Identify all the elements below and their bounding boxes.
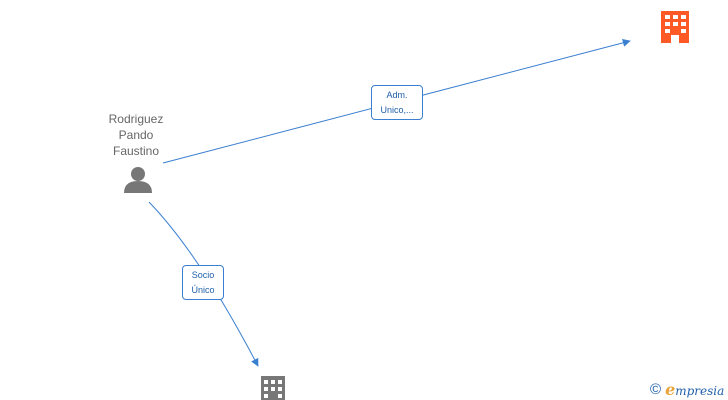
building-icon[interactable] bbox=[261, 376, 285, 400]
edge-label-line: Unico,... bbox=[380, 105, 414, 115]
person-name-line: Rodriguez bbox=[108, 112, 164, 126]
edge-label-line: Único bbox=[191, 285, 215, 295]
building-icon[interactable] bbox=[661, 11, 689, 43]
brand-rest: mpresia bbox=[675, 384, 725, 398]
edge-label-adm[interactable]: Adm. Unico,... bbox=[371, 85, 423, 120]
person-name[interactable]: Rodriguez Pando Faustino bbox=[96, 111, 176, 159]
copyright-symbol: © bbox=[650, 381, 662, 398]
brand-logo: empresia bbox=[665, 380, 724, 399]
edge-label-line: Socio bbox=[191, 270, 215, 280]
person-name-line: Faustino bbox=[112, 144, 160, 158]
person-icon[interactable] bbox=[124, 167, 152, 193]
brand-initial: e bbox=[665, 380, 676, 399]
edge-label-socio[interactable]: Socio Único bbox=[182, 265, 224, 300]
empresia-watermark: © empresia bbox=[650, 380, 724, 399]
edge-label-line: Adm. bbox=[386, 90, 408, 100]
person-name-line: Pando bbox=[118, 128, 154, 142]
